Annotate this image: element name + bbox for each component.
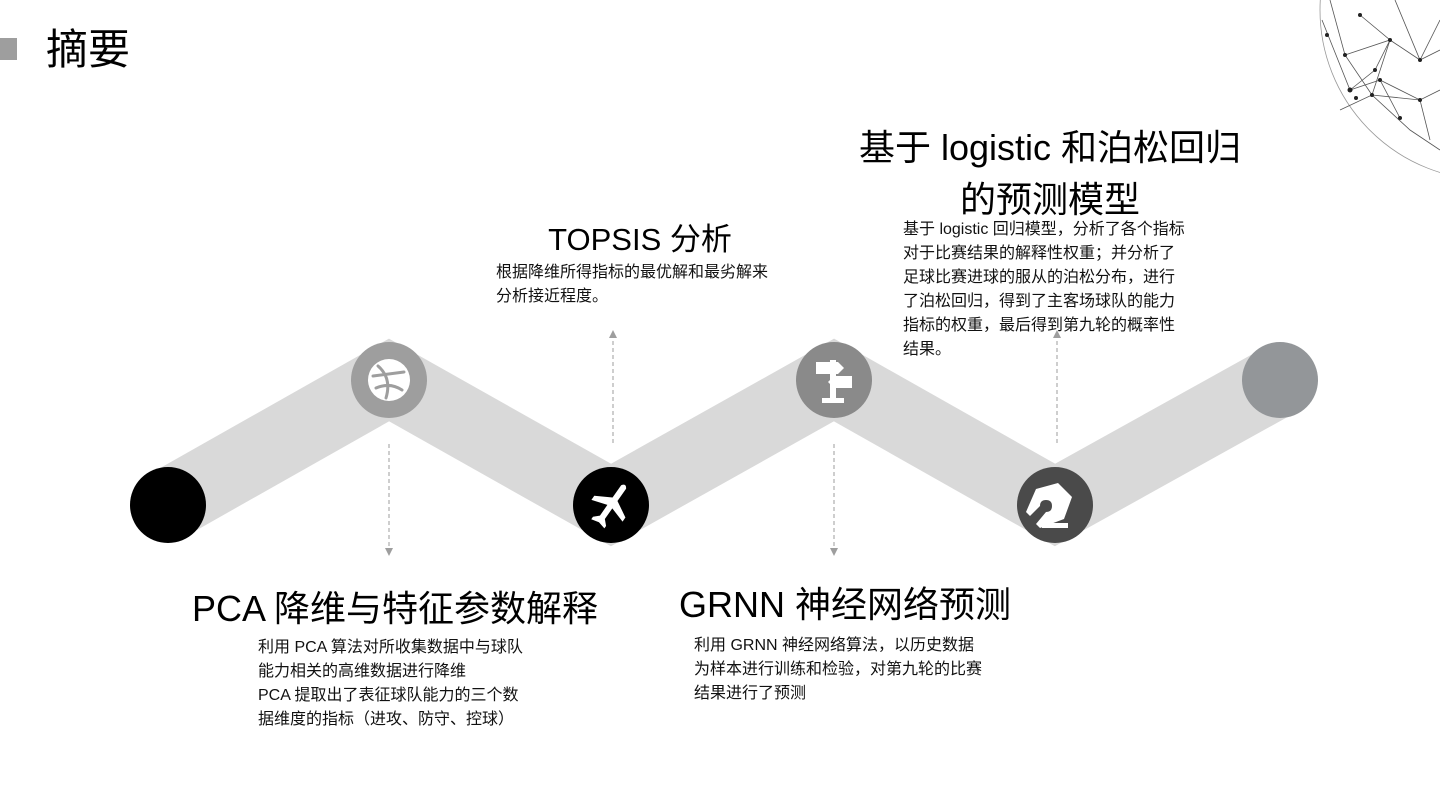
basketball-icon [368, 359, 410, 401]
globe-decoration [1319, 0, 1440, 173]
grnn-description: 利用 GRNN 神经网络算法，以历史数据 为样本进行训练和检验，对第九轮的比赛 … [694, 637, 983, 702]
topsis-description: 根据降维所得指标的最优解和最劣解来 分析接近程度。 [496, 264, 769, 305]
end-node [1242, 342, 1318, 418]
topsis-title: TOPSIS 分析 [548, 222, 732, 257]
start-node [130, 467, 206, 543]
arrow-down-icon [385, 548, 393, 556]
arrow-up-icon [609, 330, 617, 338]
title-marker [0, 38, 17, 60]
zigzag-ribbon [150, 338, 1298, 547]
grnn-title: GRNN 神经网络预测 [679, 584, 1011, 625]
pen-nib-icon [1026, 483, 1072, 528]
signpost-icon [816, 360, 852, 403]
pca-title: PCA 降维与特征参数解释 [191, 588, 599, 629]
logistic-poisson-description: 基于 logistic 回归模型，分析了各个指标 对于比赛结果的解释性权重；并分… [903, 221, 1185, 358]
page-title: 摘要 [46, 26, 131, 73]
logistic-poisson-title: 基于 logistic 和泊松回归 的预测模型 [858, 127, 1242, 220]
arrow-down-icon [830, 548, 838, 556]
pca-description: 利用 PCA 算法对所收集数据中与球队 能力相关的高维数据进行降维 PCA 提取… [258, 639, 523, 728]
airplane-icon [591, 484, 627, 529]
arrow-up-icon [1053, 330, 1061, 338]
